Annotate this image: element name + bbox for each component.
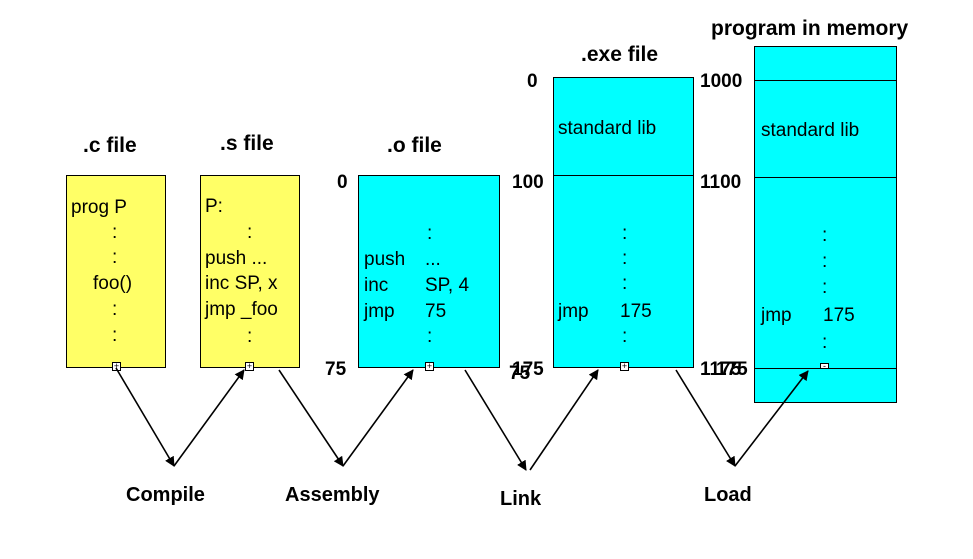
exe-addr-0: 0 [527,71,538,92]
exe-addr-bottom-overlap-b: 175 [512,359,544,380]
arrow-exe-to-load [675,369,736,467]
exe-file-title: .exe file [581,43,659,66]
c-line-6: : [112,325,118,346]
s-line-2: : [247,222,253,243]
mem-addr-bottom-overlap-b: 1175 [700,359,742,380]
mem-jmp-arg: 175 [823,305,855,326]
memory-box [754,46,897,403]
exe-lib-label: standard lib [558,118,657,139]
c-line-5: : [112,299,118,320]
o-file-handle[interactable]: + [425,361,434,371]
arrow-compile-to-s [173,369,245,467]
mem-colon-1: : [822,225,828,246]
s-line-6: : [247,326,253,347]
arrow-link-to-exe [529,369,599,471]
mem-addr-1000: 1000 [700,71,743,92]
s-line-4: inc SP, x [205,273,278,294]
o-addr-bottom: 75 [325,359,347,380]
exe-addr-100: 100 [512,172,544,193]
step-link: Link [500,488,542,510]
memory-handle[interactable]: - [820,362,829,371]
s-line-5: jmp _foo [205,299,278,320]
exe-jmp-op: jmp [558,301,589,322]
o-row1-arg: ... [425,249,441,270]
memory-divider-top [754,80,897,81]
exe-file-box [553,77,694,368]
exe-jmp-arg: 175 [620,301,652,322]
exe-file-handle[interactable]: + [620,361,629,371]
step-assembly: Assembly [285,484,380,506]
o-row3-op: jmp [364,301,395,322]
exe-colon-1: : [622,223,628,244]
arrow-assembly-to-o [342,369,414,467]
s-line-1: P: [205,196,223,217]
s-file-title: .s file [220,132,274,155]
mem-colon-2: : [822,251,828,272]
mem-colon-3: : [822,277,828,298]
exe-addr-bottom-overlap-a: 75 [509,363,531,384]
o-file-title: .o file [387,134,442,157]
s-file-box [200,175,300,368]
c-line-1: prog P [71,197,127,218]
mem-addr-1100: 1100 [700,172,742,193]
arrow-o-to-link [464,369,527,471]
c-file-handle[interactable]: + [112,361,121,371]
arrow-load-to-memory [734,370,809,467]
c-line-4: foo() [93,273,133,294]
o-row3-arg: 75 [425,301,447,322]
exe-divider [553,175,694,176]
mem-lib-label: standard lib [761,120,860,141]
c-file-title: .c file [83,134,137,157]
step-compile: Compile [126,484,205,506]
c-line-2: : [112,222,118,243]
mem-addr-bottom-overlap-a: 175 [716,359,748,380]
c-file-box [66,175,166,368]
arrow-c-to-compile [115,367,175,467]
exe-colon-3: : [622,326,628,347]
o-colon-1: : [427,223,433,244]
mem-colon-4: : [822,332,828,353]
arrow-s-to-assembly [278,369,344,467]
s-file-handle[interactable]: + [245,361,254,371]
o-row2-arg: SP, 4 [425,275,470,296]
c-line-3: : [112,247,118,268]
exe-colon-2: : [622,248,628,269]
step-load: Load [704,484,752,506]
o-addr-top: 0 [337,172,348,193]
s-line-3: push ... [205,248,268,269]
o-row2-op: inc [364,275,389,296]
memory-title: program in memory [711,17,909,40]
o-colon-2: : [427,326,433,347]
mem-jmp-op: jmp [761,305,792,326]
memory-divider-mid [754,177,897,178]
o-row1-op: push [364,249,406,270]
exe-colon-2b: : [622,273,628,294]
